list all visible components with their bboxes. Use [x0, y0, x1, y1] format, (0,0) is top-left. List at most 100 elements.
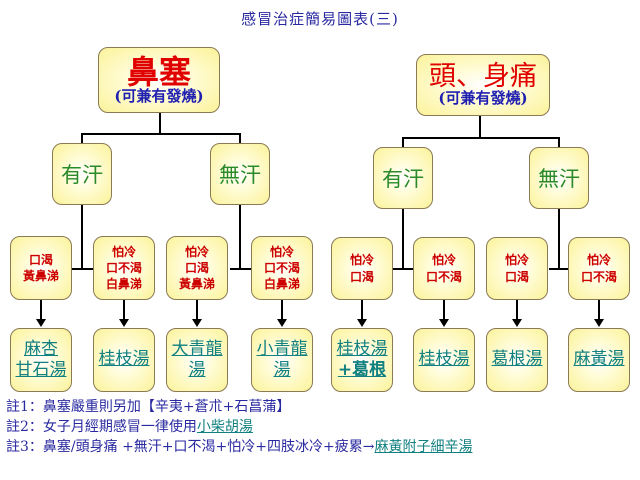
remedy-link[interactable]: 大青龍: [171, 338, 223, 359]
symptom-line: 怕冷: [184, 244, 209, 259]
connector: [393, 268, 415, 270]
remedy-link[interactable]: 湯: [188, 360, 206, 380]
symptom-line: 口渴: [28, 252, 53, 267]
symptom-line: 口不渴: [263, 260, 300, 275]
arrow-down-icon: [512, 319, 522, 327]
remedy-link[interactable]: 湯: [273, 360, 291, 380]
symptom-line: 怕冷: [586, 253, 611, 268]
connector: [123, 300, 125, 320]
remedy-node: 小青龍 湯: [251, 328, 313, 392]
arrow-down-icon: [192, 319, 202, 327]
remedy-link[interactable]: 麻杏: [24, 338, 58, 359]
connector: [281, 300, 283, 320]
remedy-link[interactable]: 麻黃湯: [573, 349, 625, 370]
connector: [230, 268, 252, 270]
connector: [598, 300, 600, 320]
connector: [402, 209, 404, 270]
symptom-line: 怕冷: [431, 253, 456, 268]
connector: [549, 268, 571, 270]
connector: [81, 205, 83, 270]
remedy-node: 麻杏 甘石湯: [10, 328, 72, 392]
connector: [361, 300, 363, 320]
remedy-link[interactable]: 甘石湯: [15, 360, 67, 380]
symptom-line: 白鼻涕: [263, 277, 300, 292]
symptom-line: 口渴: [504, 269, 529, 284]
remedy-link[interactable]: 桂枝湯: [418, 349, 470, 370]
branch-label: 有汗: [61, 163, 103, 187]
root-node-head-body-pain: 頭、身痛 (可兼有發燒): [416, 54, 550, 116]
remedy-node: 桂枝湯: [93, 328, 155, 392]
symptom-node: 怕冷 口渴 黃鼻涕: [166, 236, 228, 300]
symptom-node: 怕冷 口不渴: [568, 237, 630, 300]
connector: [81, 133, 83, 145]
connector: [239, 133, 241, 145]
root-node-nasal-congestion: 鼻塞 (可兼有發燒): [98, 47, 220, 113]
symptom-line: 口渴: [184, 260, 209, 275]
branch-label: 有汗: [382, 167, 424, 191]
arrow-down-icon: [119, 319, 129, 327]
symptom-line: 口不渴: [105, 260, 142, 275]
symptom-line: 黃鼻涕: [178, 277, 215, 292]
symptom-node: 怕冷 口渴: [486, 237, 548, 300]
note-3: 註3：鼻塞/頭身痛 +無汗+口不渴+怕冷+四肢冰冷+疲累→麻黃附子細辛湯: [6, 436, 472, 456]
remedy-link[interactable]: 葛根湯: [491, 349, 543, 370]
connector: [239, 205, 241, 270]
connector: [40, 300, 42, 320]
remedy-link[interactable]: +葛根: [337, 360, 387, 380]
connector: [402, 137, 404, 149]
connector: [402, 137, 560, 139]
remedy-node: 大青龍 湯: [166, 328, 228, 392]
connector: [159, 113, 161, 134]
branch-label: 無汗: [219, 163, 261, 187]
connector: [558, 209, 560, 270]
branch-node-sweat: 有汗: [373, 147, 433, 209]
note-text: 註2：女子月經期感冒一律使用: [6, 419, 197, 435]
note-text: 註3：鼻塞/頭身痛 +無汗+口不渴+怕冷+四肢冰冷+疲累→: [6, 439, 375, 455]
root-main-label: 鼻塞: [126, 52, 191, 91]
remedy-node: 桂枝湯: [413, 328, 475, 392]
symptom-line: 口不渴: [425, 269, 462, 284]
connector: [479, 116, 481, 138]
branch-node-no-sweat: 無汗: [529, 147, 589, 209]
root-main-label: 頭、身痛: [429, 61, 537, 93]
symptom-node: 怕冷 口渴: [331, 237, 393, 300]
note-link[interactable]: 小柴胡湯: [196, 419, 253, 435]
branch-node-sweat: 有汗: [52, 143, 112, 205]
symptom-node: 口渴 黃鼻涕: [10, 236, 72, 300]
connector: [72, 268, 94, 270]
root-sub-label: (可兼有發燒): [438, 89, 528, 108]
note-text: 註1：鼻塞嚴重則另加【辛夷+蒼朮+石菖蒲】: [6, 399, 291, 415]
symptom-line: 白鼻涕: [105, 277, 142, 292]
symptom-line: 口渴: [349, 269, 374, 284]
arrow-down-icon: [439, 319, 449, 327]
symptom-line: 怕冷: [504, 253, 529, 268]
symptom-node: 怕冷 口不渴: [413, 237, 475, 300]
note-1: 註1：鼻塞嚴重則另加【辛夷+蒼朮+石菖蒲】: [6, 396, 290, 416]
arrow-down-icon: [36, 319, 46, 327]
symptom-node: 怕冷 口不渴 白鼻涕: [251, 236, 313, 300]
branch-node-no-sweat: 無汗: [210, 143, 270, 205]
remedy-link[interactable]: 桂枝湯: [336, 338, 388, 359]
chart-title: 感冒治症簡易圖表(三): [241, 10, 399, 28]
remedy-node: 葛根湯: [486, 328, 548, 392]
remedy-link[interactable]: 小青龍: [256, 338, 308, 359]
remedy-link[interactable]: 桂枝湯: [98, 349, 150, 370]
note-link[interactable]: 麻黃附子細辛湯: [374, 439, 473, 455]
connector: [81, 133, 241, 135]
connector: [516, 300, 518, 320]
remedy-node: 麻黃湯: [568, 328, 630, 392]
connector: [196, 300, 198, 320]
connector: [443, 300, 445, 320]
arrow-down-icon: [277, 319, 287, 327]
branch-label: 無汗: [538, 167, 580, 191]
symptom-node: 怕冷 口不渴 白鼻涕: [93, 236, 155, 300]
connector: [558, 137, 560, 149]
symptom-line: 怕冷: [111, 244, 136, 259]
arrow-down-icon: [594, 319, 604, 327]
root-sub-label: (可兼有發燒): [114, 86, 204, 105]
symptom-line: 黃鼻涕: [22, 269, 59, 283]
remedy-node: 桂枝湯 +葛根: [331, 328, 393, 392]
symptom-line: 怕冷: [349, 253, 374, 268]
symptom-line: 口不渴: [580, 269, 617, 284]
note-2: 註2：女子月經期感冒一律使用小柴胡湯: [6, 416, 253, 436]
